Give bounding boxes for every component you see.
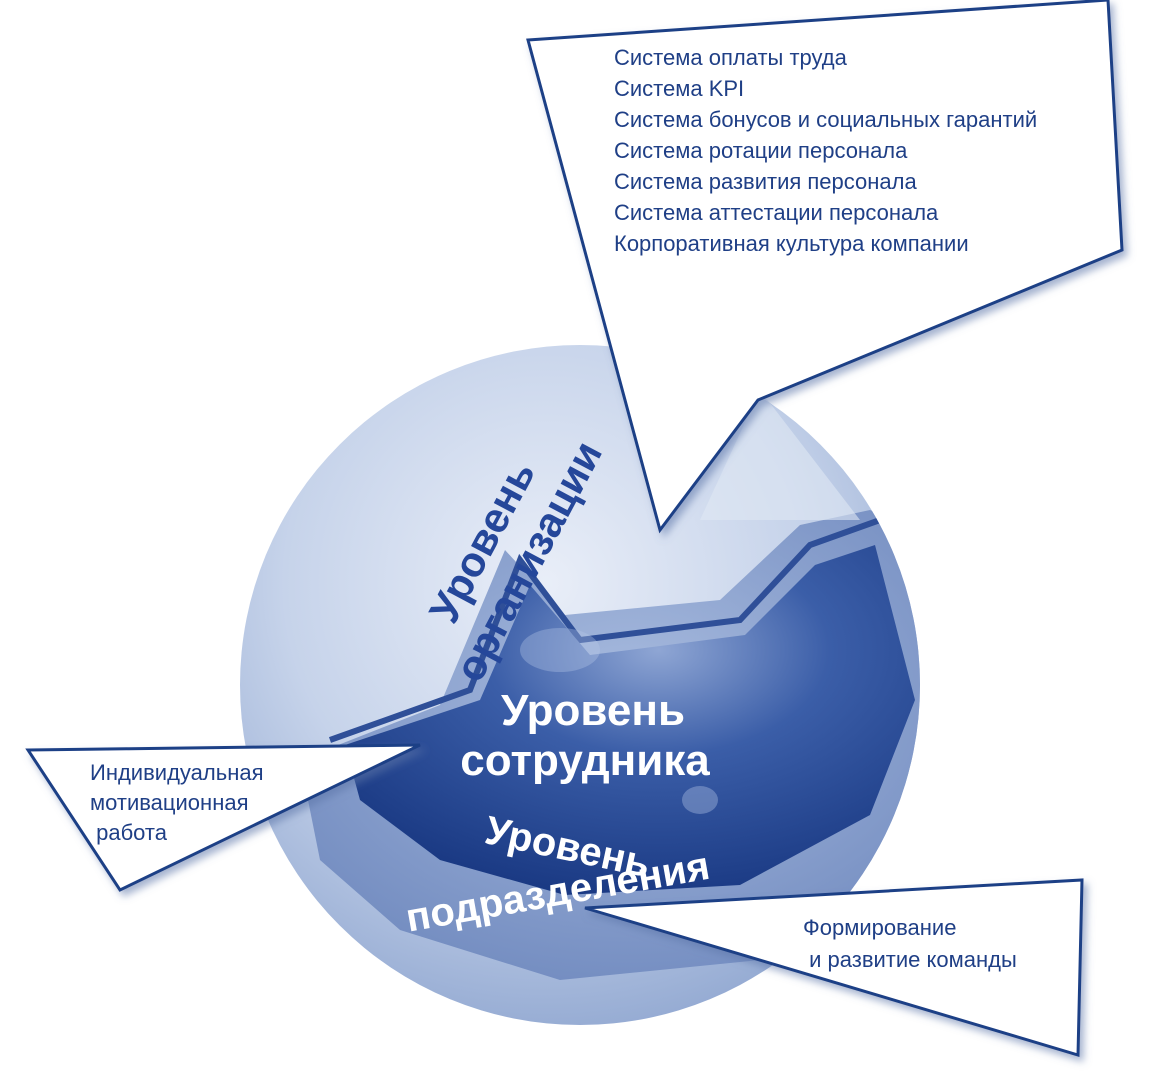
department-level-inner-border — [328, 517, 882, 743]
employee-callout-text: Индивидуальная мотивационная работа — [90, 760, 264, 845]
organization-callout-item: Система бонусов и социальных гарантий — [614, 107, 1037, 132]
department-callout-bubble — [584, 878, 1084, 1057]
core-reflection — [682, 786, 718, 814]
employee-label-line1: Уровень — [501, 686, 685, 735]
employee-callout-line: мотивационная — [90, 790, 249, 815]
organization-callout-item: Система развития персонала — [614, 169, 917, 194]
employee-level-core — [345, 545, 915, 895]
employee-callout-line: Индивидуальная — [90, 760, 264, 785]
organization-callout-item: Система аттестации персонала — [614, 200, 939, 225]
organization-callout-bubble — [526, 0, 1124, 534]
employee-label-line2: сотрудника — [460, 736, 710, 785]
employee-callout-line: работа — [90, 820, 168, 845]
organization-callout-list: Система оплаты труда Система KPI Система… — [614, 45, 1037, 256]
department-callout-text: Формирование и развитие команды — [803, 915, 1017, 972]
organization-callout-item: Система KPI — [614, 76, 744, 101]
organization-callout-item: Корпоративная культура компании — [614, 231, 969, 256]
department-callout-line: и развитие команды — [803, 947, 1017, 972]
organization-callout-item: Система ротации персонала — [614, 138, 908, 163]
employee-callout-bubble — [25, 743, 421, 892]
department-callout-line: Формирование — [803, 915, 956, 940]
core-highlight — [520, 628, 600, 672]
organization-callout-item: Система оплаты труда — [614, 45, 848, 70]
outer-slice-highlight — [700, 390, 860, 520]
